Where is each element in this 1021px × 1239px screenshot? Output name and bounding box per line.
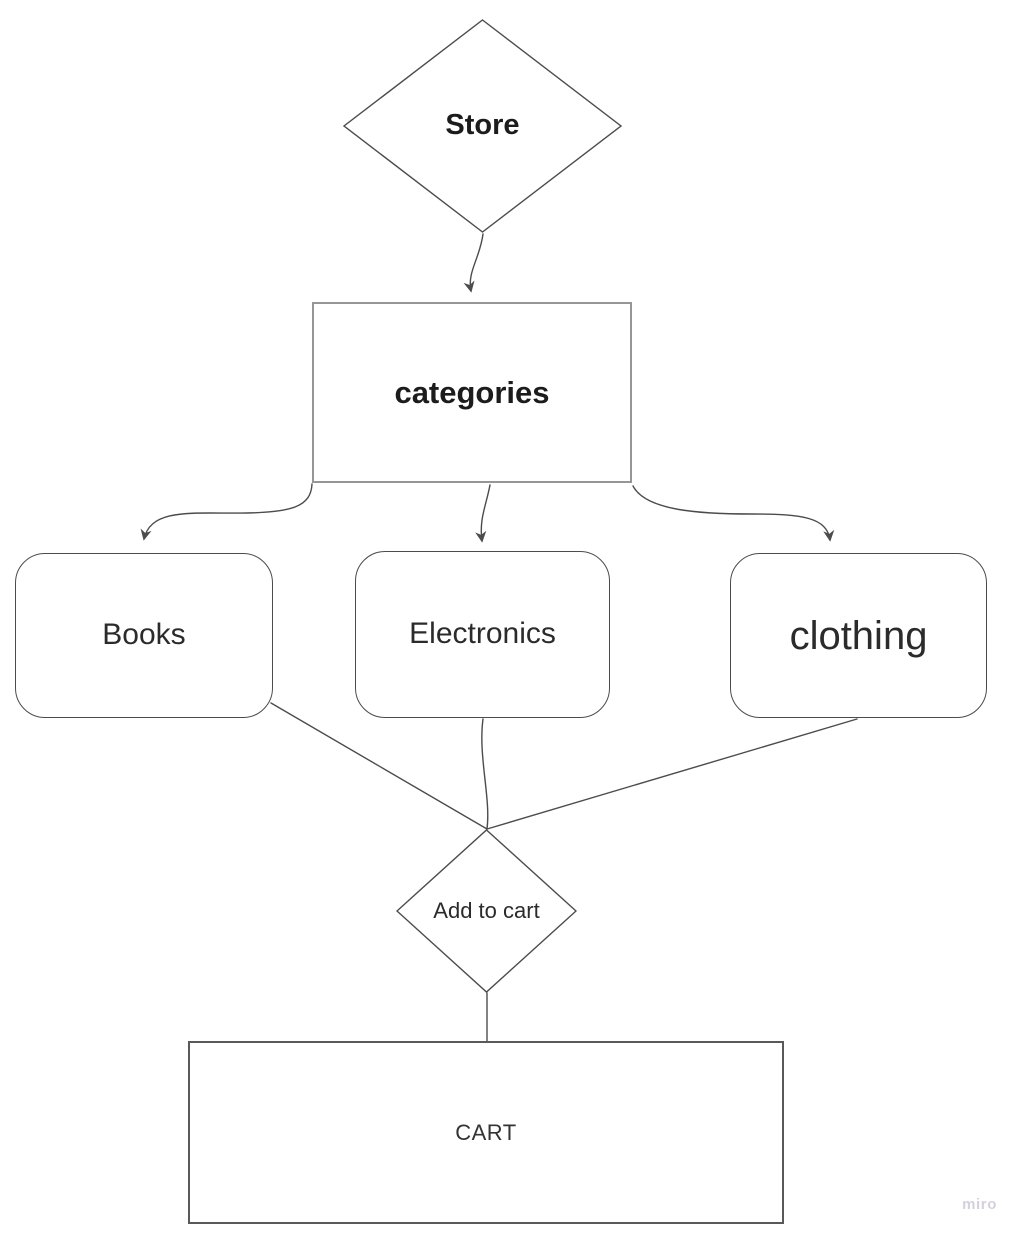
- node-clothing-label: clothing: [789, 613, 928, 658]
- node-categories[interactable]: categories: [312, 302, 632, 483]
- node-clothing[interactable]: clothing: [730, 553, 987, 718]
- diamond-shape: [343, 19, 622, 233]
- diamond-shape: [396, 829, 577, 993]
- edge-clothing-to-add-to-cart[interactable]: [486, 718, 858, 830]
- edge-books-to-add-to-cart[interactable]: [270, 702, 488, 830]
- edge-categories-to-books[interactable]: [140, 483, 313, 541]
- node-books[interactable]: Books: [15, 553, 273, 718]
- node-books-label: Books: [102, 618, 186, 652]
- edge-store-to-categories[interactable]: [463, 233, 484, 293]
- node-categories-label: categories: [394, 374, 550, 410]
- node-electronics-label: Electronics: [409, 617, 556, 651]
- node-electronics[interactable]: Electronics: [355, 551, 610, 718]
- node-add-to-cart-label: Add to cart: [433, 898, 540, 924]
- node-add-to-cart[interactable]: Add to cart: [396, 829, 577, 993]
- edge-categories-to-electronics[interactable]: [475, 484, 491, 543]
- node-store-label: Store: [445, 109, 520, 142]
- node-cart[interactable]: CART: [188, 1041, 784, 1224]
- edge-categories-to-clothing[interactable]: [632, 485, 835, 542]
- node-cart-label: CART: [455, 1119, 517, 1145]
- node-store[interactable]: Store: [343, 19, 622, 233]
- edge-electronics-to-add-to-cart[interactable]: [481, 718, 489, 830]
- miro-watermark-logo: miro: [962, 1196, 997, 1213]
